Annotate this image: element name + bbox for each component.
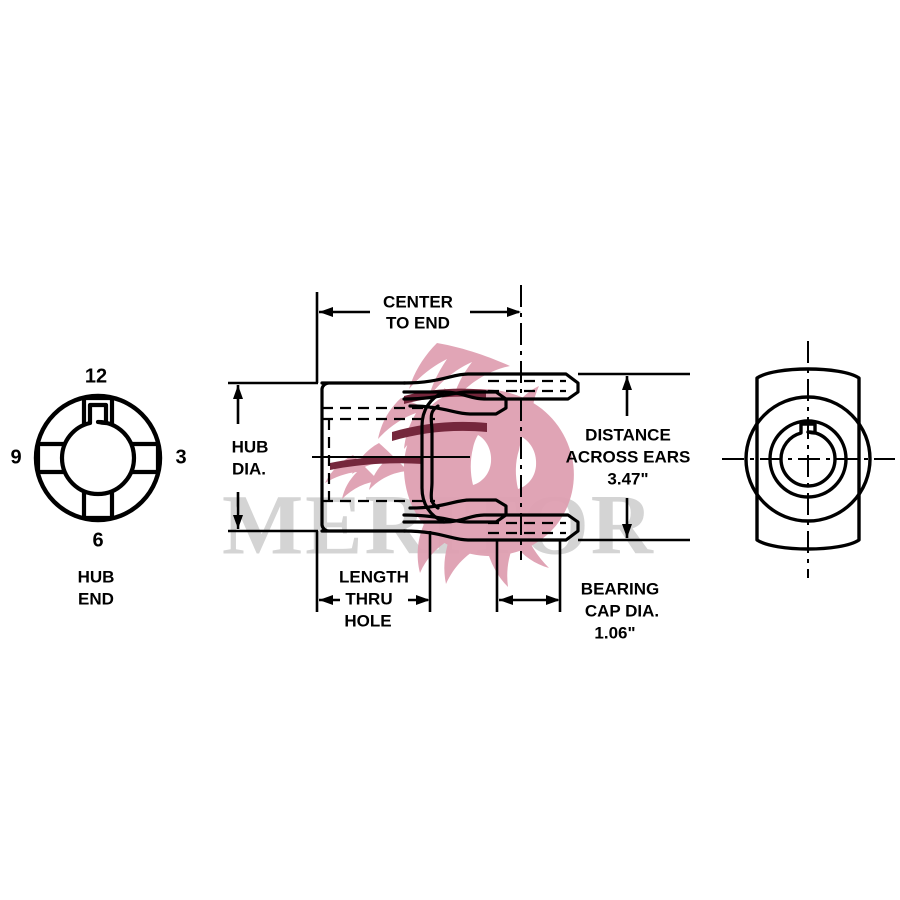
bearing-cap-label-line1: BEARING xyxy=(581,579,659,598)
hub-end-caption-line2: END xyxy=(78,589,114,608)
dimension-distance-across-ears: DISTANCE ACROSS EARS 3.47" xyxy=(566,372,691,542)
bearing-cap-value: 1.06" xyxy=(594,623,635,642)
length-thru-hole-arrowhead-left xyxy=(319,595,333,605)
bearing-end-view xyxy=(722,341,895,578)
hub-dia-arrowhead-bottom xyxy=(233,515,243,529)
hub-clock-label-3: 3 xyxy=(175,446,186,468)
dimension-center-to-end: CENTER TO END xyxy=(315,292,521,383)
center-to-end-label-line2: TO END xyxy=(386,313,450,332)
hub-end-caption-line1: HUB xyxy=(78,567,115,586)
bearing-cap-arrowhead-right xyxy=(546,595,560,605)
across-ears-arrowhead-top xyxy=(622,376,632,390)
end-view-middle-circle xyxy=(768,419,848,499)
hub-dia-label-line1: HUB xyxy=(232,437,269,456)
across-ears-label-line1: DISTANCE xyxy=(585,425,671,444)
across-ears-label-line2: ACROSS EARS xyxy=(566,447,691,466)
hub-clock-label-6: 6 xyxy=(92,529,103,551)
yoke-saddle-outer xyxy=(420,390,446,524)
end-view-outer-circle xyxy=(744,395,872,523)
dimension-length-thru-hole: LENGTH THRU HOLE xyxy=(315,531,432,630)
hub-end-view: 12 3 6 9 HUB END xyxy=(10,365,186,608)
bearing-cap-label-line2: CAP DIA. xyxy=(585,601,659,620)
center-to-end-arrowhead-left xyxy=(319,307,333,317)
yoke-lower-ear-inner-flank xyxy=(402,498,508,524)
end-view-bore-with-keyway xyxy=(779,422,837,488)
across-ears-value: 3.47" xyxy=(607,469,648,488)
across-ears-arrowhead-bottom xyxy=(622,524,632,538)
center-to-end-label-line1: CENTER xyxy=(383,292,453,311)
hub-clock-label-12: 12 xyxy=(85,365,107,387)
length-thru-hole-arrowhead-right xyxy=(416,595,430,605)
hub-dia-label-line2: DIA. xyxy=(232,459,266,478)
hub-clock-label-9: 9 xyxy=(10,446,21,468)
hub-dia-arrowhead-top xyxy=(233,385,243,399)
yoke-upper-ear-inner-flank xyxy=(402,390,508,416)
hub-body-outline xyxy=(320,381,407,533)
dimension-bearing-cap-dia: BEARING CAP DIA. 1.06" xyxy=(495,540,659,642)
length-thru-hole-label-line3: HOLE xyxy=(344,611,391,630)
hub-bore-with-keyway xyxy=(59,402,137,497)
bearing-cap-arrowhead-left xyxy=(499,595,513,605)
dimension-hub-dia: HUB DIA. xyxy=(228,381,318,533)
center-to-end-arrowhead-right xyxy=(507,307,521,317)
end-view-body-outline xyxy=(755,367,861,551)
length-thru-hole-label-line2: THRU xyxy=(345,589,392,608)
length-thru-hole-label-line1: LENGTH xyxy=(339,567,409,586)
yoke-saddle-inner xyxy=(429,404,440,510)
yoke-side-view xyxy=(312,285,580,560)
